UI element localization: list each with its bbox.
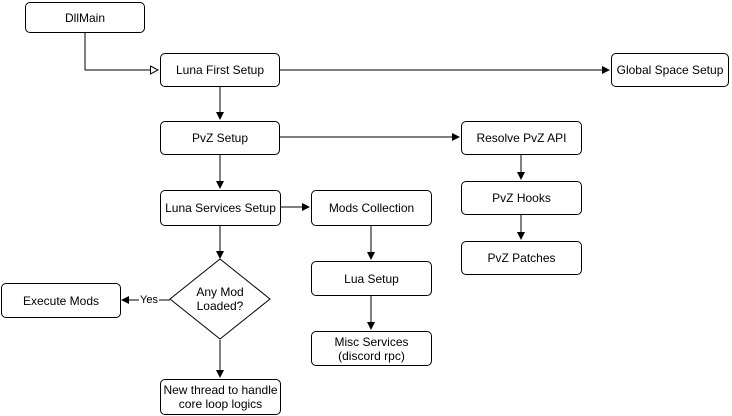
node-global-space-setup-label: Global Space Setup [616, 63, 724, 77]
node-global-space-setup: Global Space Setup [611, 53, 729, 87]
node-dllmain-label: DllMain [64, 10, 105, 25]
node-mods-collection: Mods Collection [311, 190, 432, 226]
edge-dllmain-to-luna-first-setup [84, 33, 158, 70]
node-new-thread: New thread to handle core loop logics [160, 379, 281, 415]
node-pvz-setup-label: PvZ Setup [191, 131, 249, 145]
node-pvz-patches-label: PvZ Patches [487, 251, 556, 265]
node-resolve-pvz-api-label: Resolve PvZ API [476, 131, 567, 145]
node-mods-collection-label: Mods Collection [328, 201, 415, 215]
node-execute-mods: Execute Mods [1, 283, 121, 318]
decision-diamond [169, 258, 271, 340]
node-pvz-patches: PvZ Patches [461, 241, 582, 275]
node-any-mod-loaded-label: Any Mod Loaded? [196, 285, 244, 313]
node-misc-services: Misc Services (discord rpc) [311, 331, 432, 366]
node-pvz-setup: PvZ Setup [160, 121, 280, 155]
node-luna-first-setup-label: Luna First Setup [175, 63, 265, 77]
node-luna-services-setup-label: Luna Services Setup [165, 201, 276, 215]
edge-label-yes: Yes [139, 294, 159, 306]
node-luna-first-setup: Luna First Setup [160, 53, 280, 87]
node-execute-mods-label: Execute Mods [22, 293, 100, 308]
node-pvz-hooks: PvZ Hooks [461, 181, 582, 215]
node-pvz-hooks-label: PvZ Hooks [492, 191, 551, 205]
node-lua-setup: Lua Setup [311, 261, 432, 296]
node-dllmain: DllMain [25, 2, 145, 33]
node-new-thread-label: New thread to handle core loop logics [163, 383, 278, 411]
node-luna-services-setup: Luna Services Setup [160, 190, 281, 226]
node-resolve-pvz-api: Resolve PvZ API [461, 121, 582, 155]
node-lua-setup-label: Lua Setup [344, 271, 399, 286]
node-misc-services-label: Misc Services (discord rpc) [334, 334, 409, 363]
